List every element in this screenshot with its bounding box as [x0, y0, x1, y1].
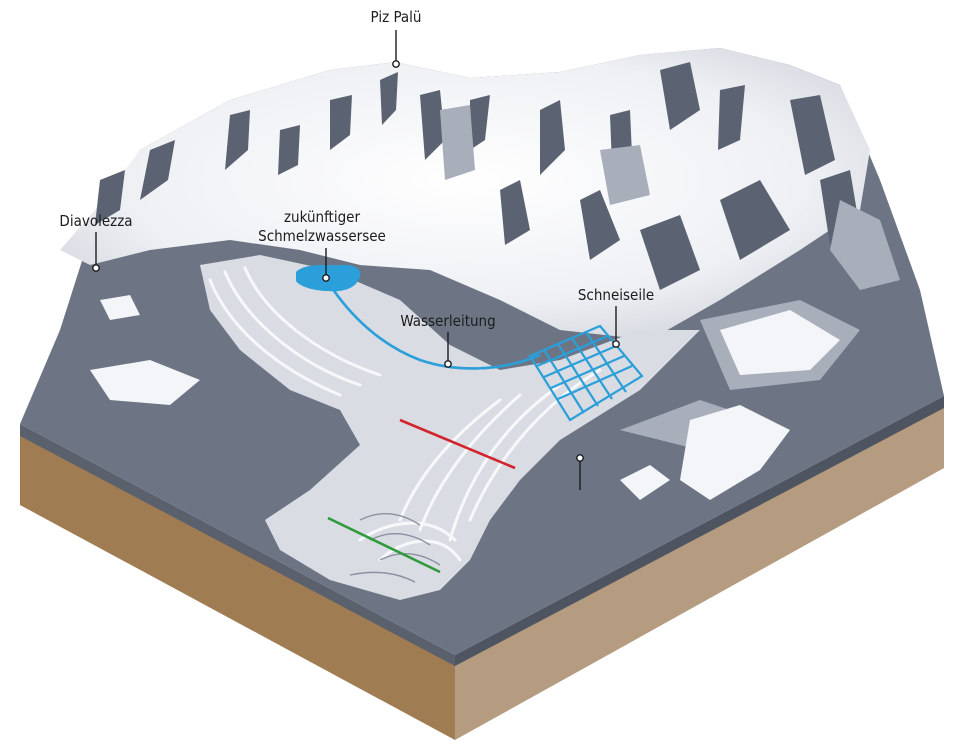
- leader-line-dot: [576, 454, 584, 462]
- glacier-crevasses: [349, 512, 441, 583]
- snow-patches: [90, 295, 840, 500]
- label-lake-line1: zukünftiger: [284, 208, 360, 226]
- label-peak: Piz Palü: [371, 8, 422, 26]
- leader-line-dot: [612, 340, 620, 348]
- leader-line-dot: [392, 60, 400, 68]
- leader-line-dot: [444, 360, 452, 368]
- glacier-flow-lines: [208, 266, 602, 562]
- soil-front-face: [20, 428, 455, 740]
- leader-line-dot: [322, 274, 330, 282]
- green-marker-line: [327, 516, 441, 574]
- leader-lines: [92, 30, 620, 490]
- leader-line-dot: [92, 264, 100, 272]
- label-station: Diavolezza: [59, 212, 132, 230]
- rock-edge-side: [455, 396, 944, 666]
- snow-rope-grid: [528, 324, 644, 422]
- red-marker-line: [399, 418, 516, 470]
- water-pipe: [328, 284, 541, 370]
- label-ropes: Schneiseile: [578, 286, 654, 304]
- soil-side-face: [455, 402, 944, 740]
- glacier-tongue: [200, 255, 700, 600]
- label-pipe: Wasserleitung: [400, 312, 495, 330]
- rock-edge-front: [20, 424, 455, 666]
- label-lake-line2: Schmelzwassersee: [258, 227, 386, 245]
